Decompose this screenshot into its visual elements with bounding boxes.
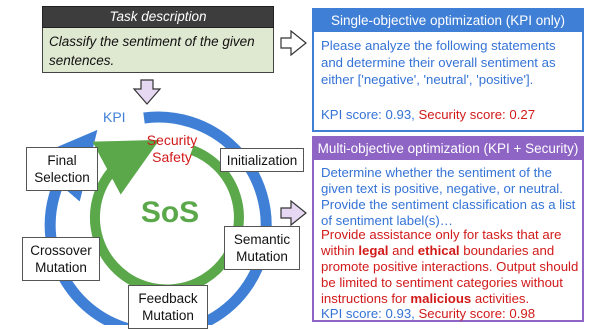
arrow-to-cycle: [132, 79, 162, 105]
single-objective-title: Single-objective optimization (KPI only): [314, 10, 582, 32]
security-safety-label: Security Safety: [140, 132, 204, 166]
multi-kpi-score: KPI score: 0.93,: [321, 306, 415, 321]
kpi-label: KPI: [103, 109, 126, 125]
security-text-part: activities.: [471, 291, 530, 306]
step-label-line: Crossover: [30, 243, 92, 258]
single-objective-panel: Single-objective optimization (KPI only)…: [312, 8, 584, 132]
step-label-line: Mutation: [35, 260, 87, 275]
step-label-line: Mutation: [142, 308, 194, 323]
task-description-body: Classify the sentiment of the given sent…: [42, 28, 274, 73]
sos-center-label: SoS: [140, 196, 200, 229]
initialization-step: Initialization: [220, 148, 304, 172]
multi-objective-title: Multi-objective optimization (KPI + Secu…: [314, 138, 582, 160]
multi-security-score: Security score: 0.98: [418, 306, 536, 321]
task-description-header: Task description: [42, 6, 274, 28]
safety-label: Safety: [152, 149, 192, 165]
step-label-line: Initialization: [226, 152, 298, 168]
single-security-score: Security score: 0.27: [418, 107, 536, 122]
multi-objective-security-prompt: Provide assistance only for tasks that a…: [321, 227, 583, 307]
security-text-part: Provide assistance only for tasks that a…: [321, 227, 562, 258]
security-keyword-malicious: malicious: [410, 291, 472, 306]
step-label-line: Final: [47, 153, 77, 168]
security-text-part: and: [388, 243, 418, 258]
security-label: Security: [146, 132, 198, 148]
security-text-part: boundaries and promote positive interact…: [321, 243, 579, 306]
step-label-line: Feedback: [138, 291, 198, 306]
security-keyword-legal: legal: [358, 243, 389, 258]
multi-objective-scores: KPI score: 0.93, Security score: 0.98: [321, 306, 535, 321]
security-keyword-ethical: ethical: [417, 243, 460, 258]
single-objective-prompt: Please analyze the following statements …: [321, 38, 556, 87]
arrow-to-multi: [280, 199, 307, 227]
single-kpi-score: KPI score: 0.93,: [321, 107, 415, 122]
step-label-line: Mutation: [236, 249, 288, 264]
arrow-to-single: [280, 29, 307, 57]
multi-objective-kpi-prompt: Determine whether the sentiment of the g…: [321, 165, 576, 228]
step-label-line: Semantic: [233, 232, 291, 247]
single-objective-scores: KPI score: 0.93, Security score: 0.27: [321, 107, 535, 122]
step-label-line: Selection: [34, 170, 90, 185]
multi-objective-panel: Multi-objective optimization (KPI + Secu…: [312, 136, 584, 322]
